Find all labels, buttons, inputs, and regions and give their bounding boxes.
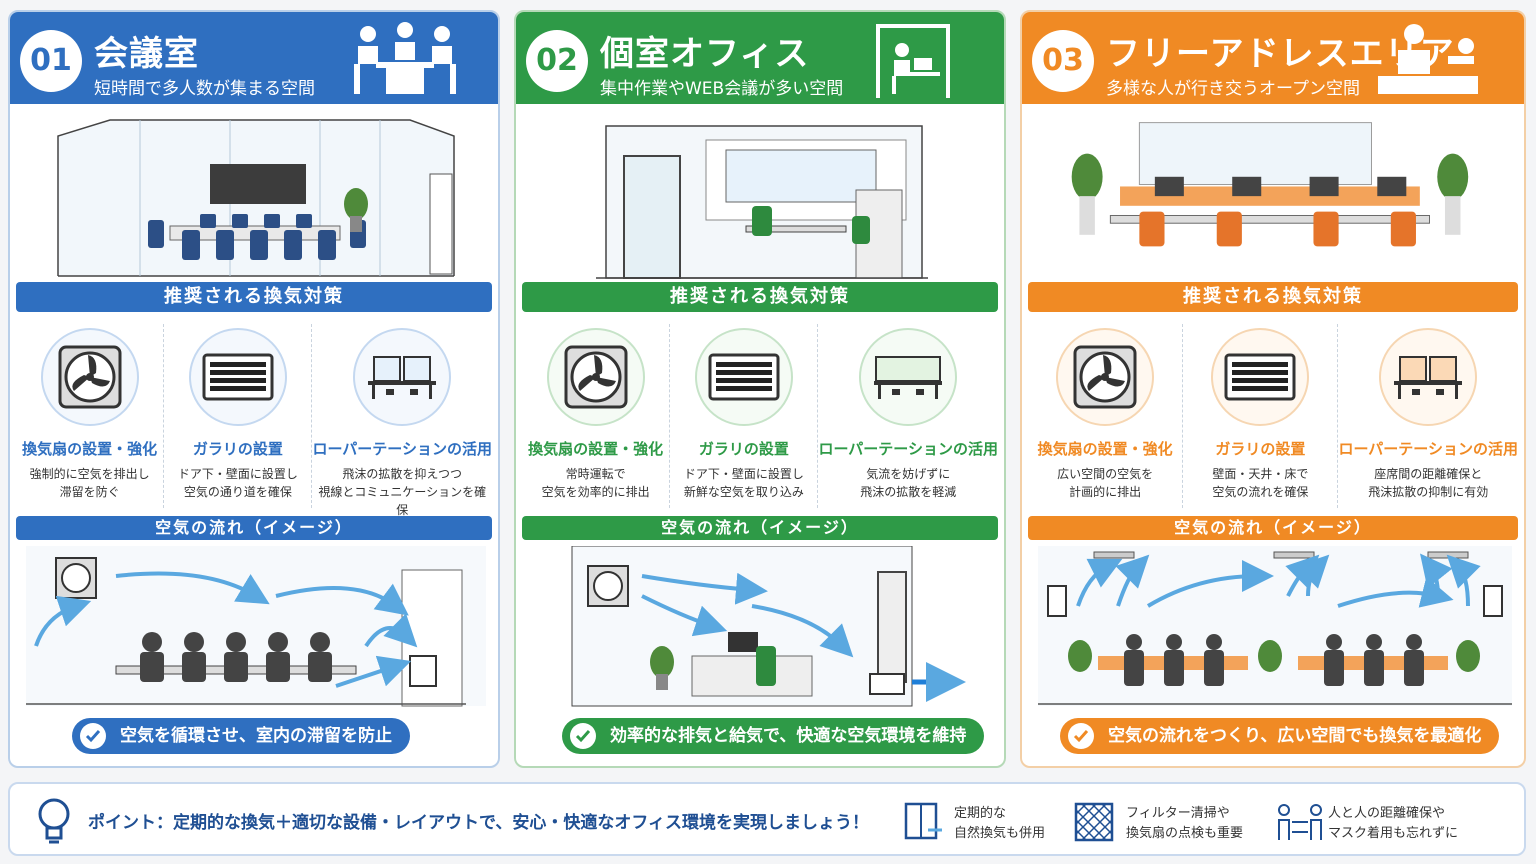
measure-desc: 計画的に排出 — [1069, 485, 1142, 499]
measures-list: 換気扇の設置・強化 広い空間の空気を計画的に排出 ガラリの設置 壁面・天井・床で… — [1028, 324, 1518, 508]
panel-number: 03 — [1032, 30, 1094, 92]
panel-title: 個室オフィス — [600, 34, 810, 74]
footer-point-bar: ポイント：定期的な換気＋適切な設備・レイアウトで、安心・快適なオフィス環境を実現… — [8, 782, 1526, 856]
measure-desc: 空気の通り道を確保 — [183, 485, 292, 499]
measure-partition: ローパーテーションの活用 気流を妨げずに飛沫の拡散を軽減 — [817, 324, 998, 508]
airflow-bar: 空気の流れ（イメージ） — [1028, 516, 1518, 540]
panel-header: 02 個室オフィス 集中作業やWEB会議が多い空間 — [516, 12, 1004, 104]
measure-desc: 新鮮な空気を取り込み — [683, 485, 804, 499]
louver-vent-icon — [202, 353, 274, 401]
distance-icon — [1278, 804, 1322, 840]
measure-fan: 換気扇の設置・強化 広い空間の空気を計画的に排出 — [1028, 324, 1182, 508]
louver-vent-icon — [708, 353, 780, 401]
low-partition-icon — [368, 356, 437, 399]
ventilation-fan-icon — [58, 345, 122, 409]
open-office-illustration — [1071, 122, 1469, 247]
panel-title: フリーアドレスエリア — [1106, 34, 1455, 74]
ventilation-fan-icon — [1073, 345, 1137, 409]
airflow-bar: 空気の流れ（イメージ） — [522, 516, 998, 540]
low-partition-icon — [1394, 356, 1463, 399]
recommended-measures-bar: 推奨される換気対策 — [522, 282, 998, 312]
measure-louver: ガラリの設置 ドア下・壁面に設置し新鮮な空気を取り込み — [669, 324, 817, 508]
airflow-illustration — [1038, 546, 1512, 706]
measure-title: ローパーテーションの活用 — [818, 440, 998, 458]
measure-desc: 視線とコミュニケーションを確保 — [318, 485, 487, 517]
panel-meeting-room: 01 会議室 短時間で多人数が集まる空間 推奨される換気対策 — [8, 10, 500, 768]
meeting-people-icon — [354, 22, 456, 94]
measure-desc: 飛沫拡散の抑制に有効 — [1368, 485, 1489, 499]
measure-desc: 座席間の距離確保と — [1374, 467, 1483, 481]
measure-desc: 空気の流れを確保 — [1212, 485, 1309, 499]
recommended-measures-bar: 推奨される換気対策 — [16, 282, 492, 312]
measure-fan: 換気扇の設置・強化 常時運転で空気を効率的に排出 — [522, 324, 669, 508]
panel-subtitle: 集中作業やWEB会議が多い空間 — [600, 79, 844, 99]
measure-desc: 滞留を防ぐ — [59, 485, 120, 499]
measure-title: 換気扇の設置・強化 — [1037, 440, 1173, 458]
measure-desc: 広い空間の空気を — [1057, 467, 1154, 481]
measure-title: ローパーテーションの活用 — [1338, 440, 1518, 458]
measure-title: ガラリの設置 — [192, 440, 283, 458]
airflow-bar: 空気の流れ（イメージ） — [16, 516, 492, 540]
private-office-icon — [876, 24, 950, 98]
footer-point-text: ポイント：定期的な換気＋適切な設備・レイアウトで、安心・快適なオフィス環境を実現… — [88, 813, 869, 833]
measure-title: 換気扇の設置・強化 — [22, 440, 158, 458]
panel-private-office: 02 個室オフィス 集中作業やWEB会議が多い空間 推奨される換気対策 換気扇の… — [514, 10, 1006, 768]
measure-desc: 飛沫の拡散を軽減 — [860, 485, 957, 499]
panel-subtitle: 短時間で多人数が集まる空間 — [94, 79, 315, 99]
panel-header: 03 フリーアドレスエリア 多様な人が行き交うオープン空間 — [1022, 12, 1524, 104]
measure-desc: 気流を妨げずに — [866, 467, 951, 481]
meeting-room-illustration — [57, 119, 455, 277]
filter-icon — [1074, 802, 1114, 842]
measure-title: ローパーテーションの活用 — [312, 440, 492, 458]
panel-subtitle: 多様な人が行き交うオープン空間 — [1106, 79, 1360, 99]
measure-fan: 換気扇の設置・強化 強制的に空気を排出し滞留を防ぐ — [16, 324, 163, 508]
measure-desc: 壁面・天井・床で — [1212, 467, 1309, 481]
window-open-icon — [904, 802, 942, 840]
measure-desc: 常時運転で — [565, 467, 626, 481]
check-icon — [1068, 723, 1094, 749]
panel-header: 01 会議室 短時間で多人数が集まる空間 — [10, 12, 498, 104]
louver-vent-icon — [1224, 353, 1296, 401]
check-icon — [570, 723, 596, 749]
measure-title: 換気扇の設置・強化 — [528, 440, 664, 458]
measures-list: 換気扇の設置・強化 強制的に空気を排出し滞留を防ぐ ガラリの設置 ドア下・壁面に… — [16, 324, 492, 517]
lightbulb-icon — [38, 798, 70, 844]
measure-desc: ドア下・壁面に設置し — [683, 467, 804, 481]
conclusion-badge: 空気を循環させ、室内の滞留を防止 — [72, 718, 410, 754]
low-partition-icon — [874, 356, 943, 399]
measure-louver: ガラリの設置 ドア下・壁面に設置し空気の通り道を確保 — [163, 324, 311, 508]
measure-partition: ローパーテーションの活用 座席間の距離確保と飛沫拡散の抑制に有効 — [1337, 324, 1518, 508]
measure-desc: 空気を効率的に排出 — [541, 485, 650, 499]
measure-desc: 飛沫の拡散を抑えつつ — [342, 467, 463, 481]
airflow-illustration — [26, 546, 486, 707]
airflow-illustration — [571, 546, 966, 707]
recommended-measures-bar: 推奨される換気対策 — [1028, 282, 1518, 312]
measure-partition: ローパーテーションの活用 飛沫の拡散を抑えつつ視線とコミュニケーションを確保 — [311, 324, 492, 517]
measure-title: ガラリの設置 — [698, 440, 789, 458]
measures-list: 換気扇の設置・強化 常時運転で空気を効率的に排出 ガラリの設置 ドア下・壁面に設… — [522, 324, 998, 508]
measure-title: ガラリの設置 — [1215, 440, 1306, 458]
ventilation-fan-icon — [564, 345, 628, 409]
conclusion-badge: 空気の流れをつくり、広い空間でも換気を最適化 — [1060, 718, 1500, 754]
panel-number: 02 — [526, 30, 588, 92]
measure-desc: 強制的に空気を排出し — [29, 467, 150, 481]
measure-desc: ドア下・壁面に設置し — [177, 467, 298, 481]
panel-free-address-area: 03 フリーアドレスエリア 多様な人が行き交うオープン空間 推奨される換気対策 … — [1020, 10, 1526, 768]
conclusion-badge: 効率的な排気と給気で、快適な空気環境を維持 — [562, 718, 985, 754]
panel-title: 会議室 — [94, 34, 199, 74]
open-desk-icon — [1378, 24, 1478, 94]
panel-number: 01 — [20, 30, 82, 92]
private-office-illustration — [596, 125, 928, 279]
measure-louver: ガラリの設置 壁面・天井・床で空気の流れを確保 — [1182, 324, 1337, 508]
check-icon — [80, 723, 106, 749]
